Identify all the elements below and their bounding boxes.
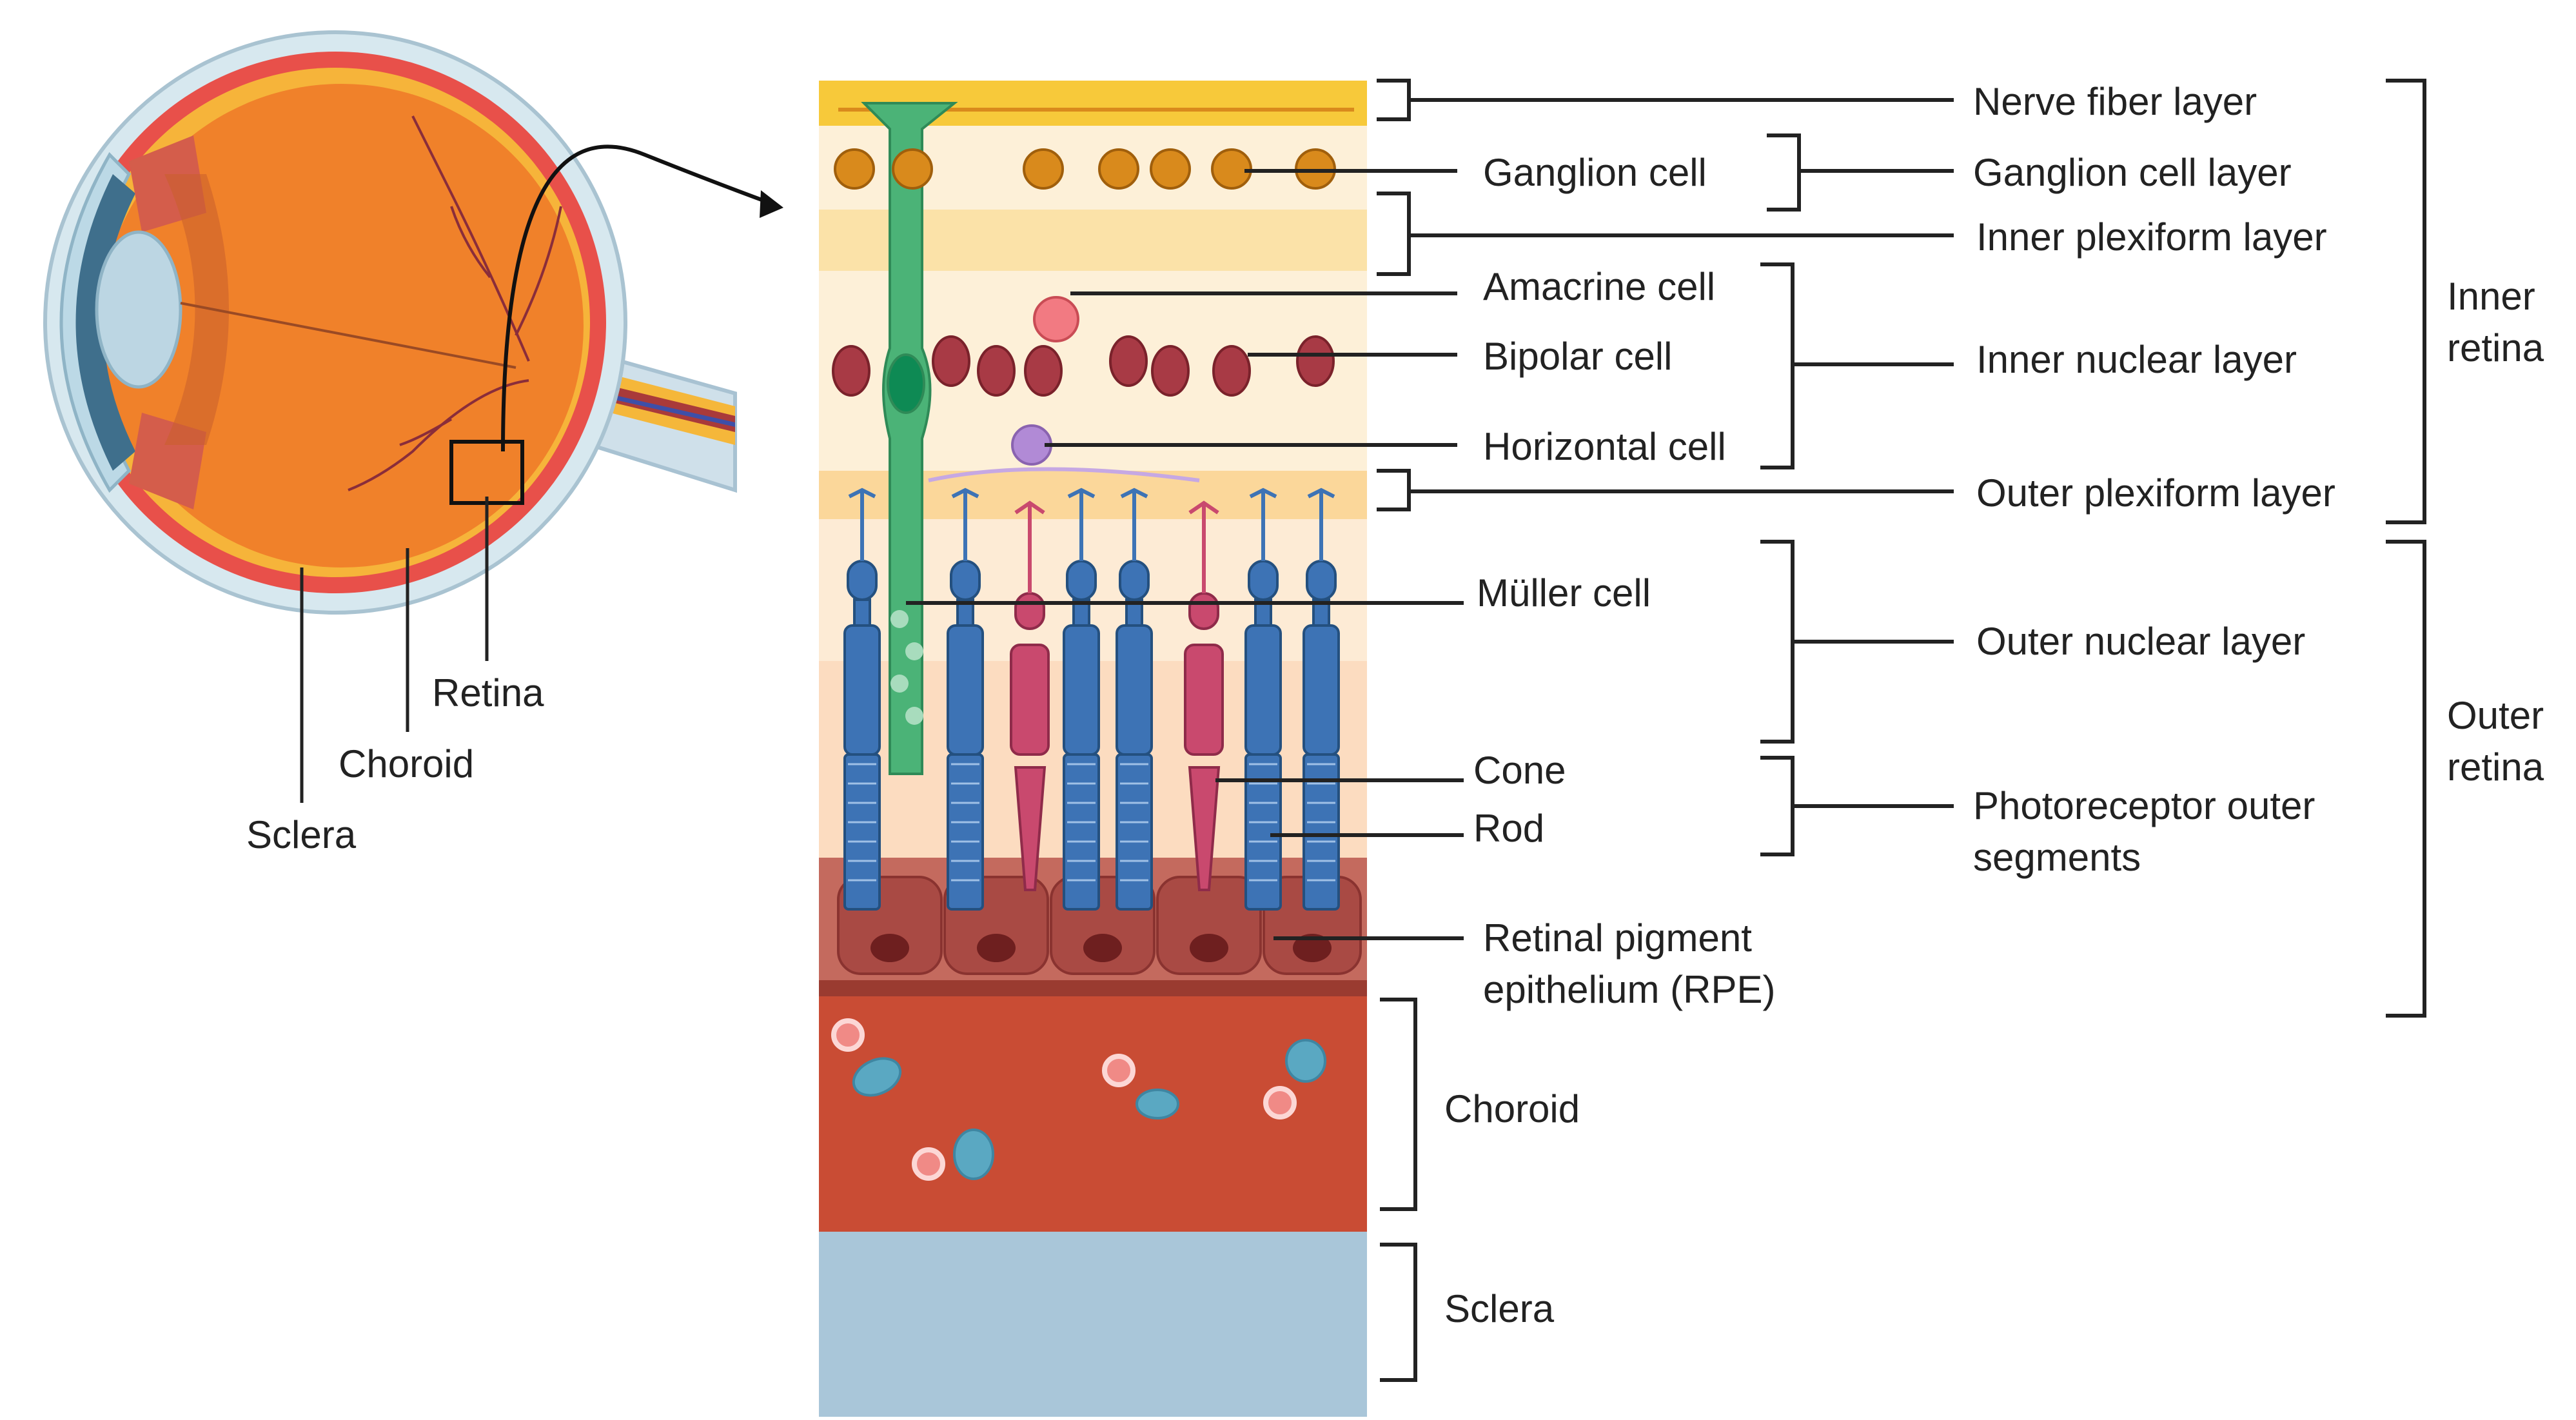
label-ganglion-cell-layer: Ganglion cell layer <box>1973 151 2292 194</box>
eye-label-sclera: Sclera <box>246 813 357 856</box>
sclera-band <box>819 1232 1367 1417</box>
label-muller-cell: Müller cell <box>1477 571 1651 615</box>
label-rod: Rod <box>1473 807 1544 850</box>
label-outer-nuclear-layer: Outer nuclear layer <box>1976 620 2305 663</box>
photoreceptors <box>843 488 1340 911</box>
label-inner-plexiform-layer: Inner plexiform layer <box>1976 215 2327 259</box>
rod <box>1063 560 1100 911</box>
rod <box>843 560 881 911</box>
muller-cell <box>861 102 958 775</box>
label-amacrine-cell: Amacrine cell <box>1483 265 1715 308</box>
label-outer-plexiform-layer: Outer plexiform layer <box>1976 471 2335 515</box>
label-outer-retina-line2: retina <box>2447 745 2544 789</box>
eye-cross-section <box>43 30 783 803</box>
label-ganglion-cell: Ganglion cell <box>1483 151 1707 194</box>
leader-lines <box>906 79 2426 1382</box>
label-nerve-fiber-layer: Nerve fiber layer <box>1973 80 2257 123</box>
amacrine-cell-body <box>1033 296 1079 342</box>
cone <box>1184 592 1224 891</box>
label-cone: Cone <box>1473 749 1566 792</box>
rod <box>1303 560 1340 911</box>
eye-label-choroid: Choroid <box>339 742 474 785</box>
label-inner-retina-line2: retina <box>2447 326 2544 370</box>
retina-layers-panel <box>819 81 1367 1417</box>
label-choroid: Choroid <box>1444 1087 1580 1130</box>
label-outer-retina-line1: Outer <box>2447 694 2544 737</box>
bruchs-band <box>819 980 1367 996</box>
rod <box>1116 560 1153 911</box>
label-inner-nuclear-layer: Inner nuclear layer <box>1976 338 2297 381</box>
label-rpe-line1: Retinal pigment <box>1483 916 1752 960</box>
rod <box>947 560 984 911</box>
eye-label-retina: Retina <box>432 671 544 715</box>
choroid-blood-cells <box>831 1018 1326 1181</box>
label-horizontal-cell: Horizontal cell <box>1483 425 1726 468</box>
label-sclera: Sclera <box>1444 1287 1555 1330</box>
label-photoreceptor-line2: segments <box>1973 836 2141 879</box>
label-inner-retina-line1: Inner <box>2447 275 2535 318</box>
label-rpe-line2: epithelium (RPE) <box>1483 968 1776 1011</box>
bipolar-cells <box>832 335 1335 397</box>
label-bipolar-cell: Bipolar cell <box>1483 335 1672 378</box>
label-photoreceptor-line1: Photoreceptor outer <box>1973 784 2315 827</box>
cone <box>1010 592 1050 891</box>
